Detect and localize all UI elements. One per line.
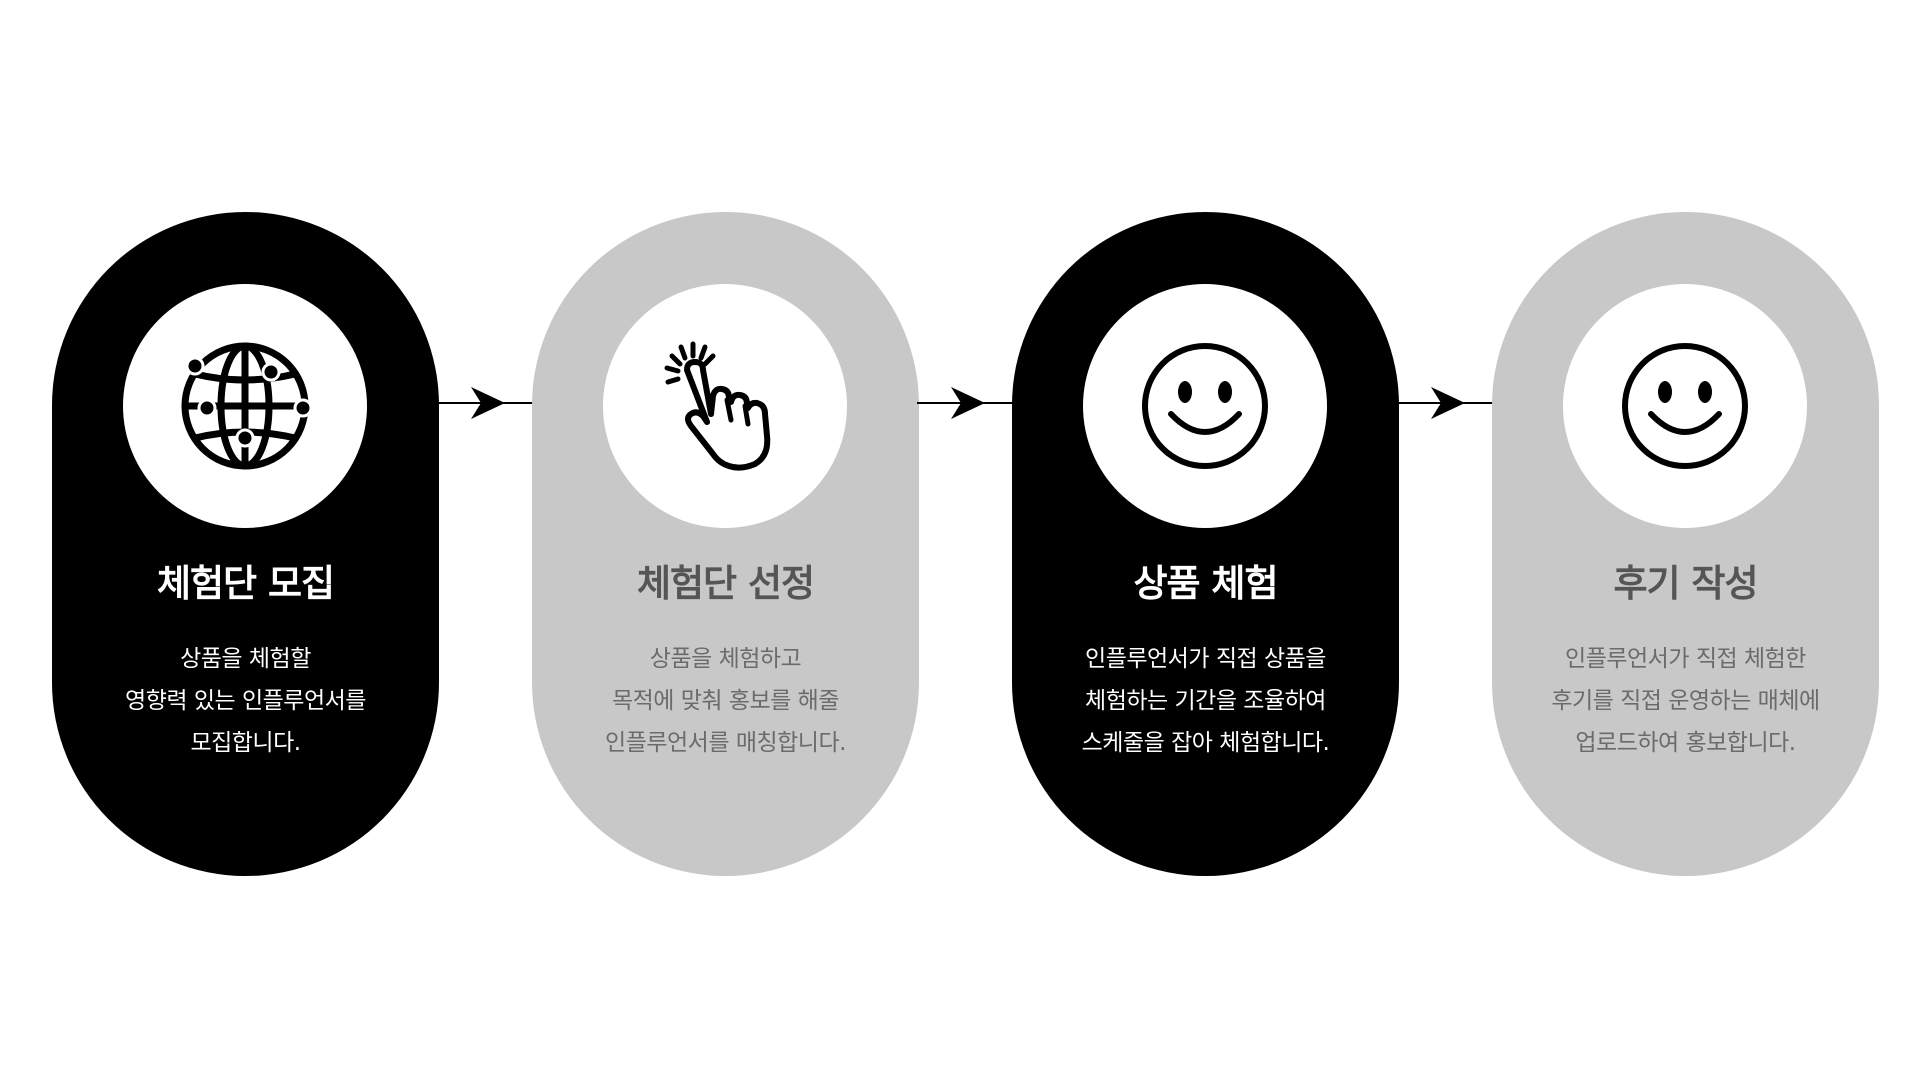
step-product-trial: 상품 체험 인플루언서가 직접 상품을 체험하는 기간을 조율하여 스케줄을 잡… <box>1012 212 1399 876</box>
icon-circle <box>1083 284 1327 528</box>
description-line: 모집합니다. <box>190 730 301 756</box>
step-description: 인플루언서가 직접 체험한 후기를 직접 운영하는 매체에 업로드하여 홍보합니… <box>1502 638 1869 764</box>
step-description: 상품을 체험할 영향력 있는 인플루언서를 모집합니다. <box>62 638 429 764</box>
step-title: 체험단 선정 <box>636 562 815 605</box>
step-title: 후기 작성 <box>1613 562 1758 605</box>
description-line: 업로드하여 홍보합니다. <box>1575 730 1796 756</box>
description-line: 체험하는 기간을 조율하여 <box>1085 688 1326 714</box>
arrow-right-icon <box>917 387 1017 419</box>
step-description: 인플루언서가 직접 상품을 체험하는 기간을 조율하여 스케줄을 잡아 체험합니… <box>1022 638 1389 764</box>
description-line: 스케줄을 잡아 체험합니다. <box>1081 730 1330 756</box>
icon-circle <box>603 284 847 528</box>
step-selection: 체험단 선정 상품을 체험하고 목적에 맞춰 홍보를 해줄 인플루언서를 매칭합… <box>532 212 919 876</box>
description-line: 인플루언서가 직접 체험한 <box>1565 646 1806 672</box>
smiley-face-icon <box>1142 343 1268 469</box>
pointing-hand-click-icon <box>664 341 771 471</box>
description-line: 후기를 직접 운영하는 매체에 <box>1551 688 1820 714</box>
arrow-right-icon <box>437 387 537 419</box>
globe-icon <box>181 342 313 470</box>
description-line: 상품을 체험하고 <box>649 646 802 672</box>
description-line: 인플루언서가 직접 상품을 <box>1085 646 1326 672</box>
icon-circle <box>1563 284 1807 528</box>
smiley-face-icon <box>1622 343 1748 469</box>
step-recruit: 체험단 모집 상품을 체험할 영향력 있는 인플루언서를 모집합니다. <box>52 212 439 876</box>
arrow-right-icon <box>1397 387 1497 419</box>
step-review: 후기 작성 인플루언서가 직접 체험한 후기를 직접 운영하는 매체에 업로드하… <box>1492 212 1879 876</box>
icon-circle <box>123 284 367 528</box>
step-description: 상품을 체험하고 목적에 맞춰 홍보를 해줄 인플루언서를 매칭합니다. <box>542 638 909 764</box>
step-title: 체험단 모집 <box>156 562 335 605</box>
description-line: 상품을 체험할 <box>180 646 311 672</box>
description-line: 인플루언서를 매칭합니다. <box>605 730 846 756</box>
step-title: 상품 체험 <box>1133 562 1278 605</box>
description-line: 영향력 있는 인플루언서를 <box>125 688 366 714</box>
description-line: 목적에 맞춰 홍보를 해줄 <box>611 688 840 714</box>
